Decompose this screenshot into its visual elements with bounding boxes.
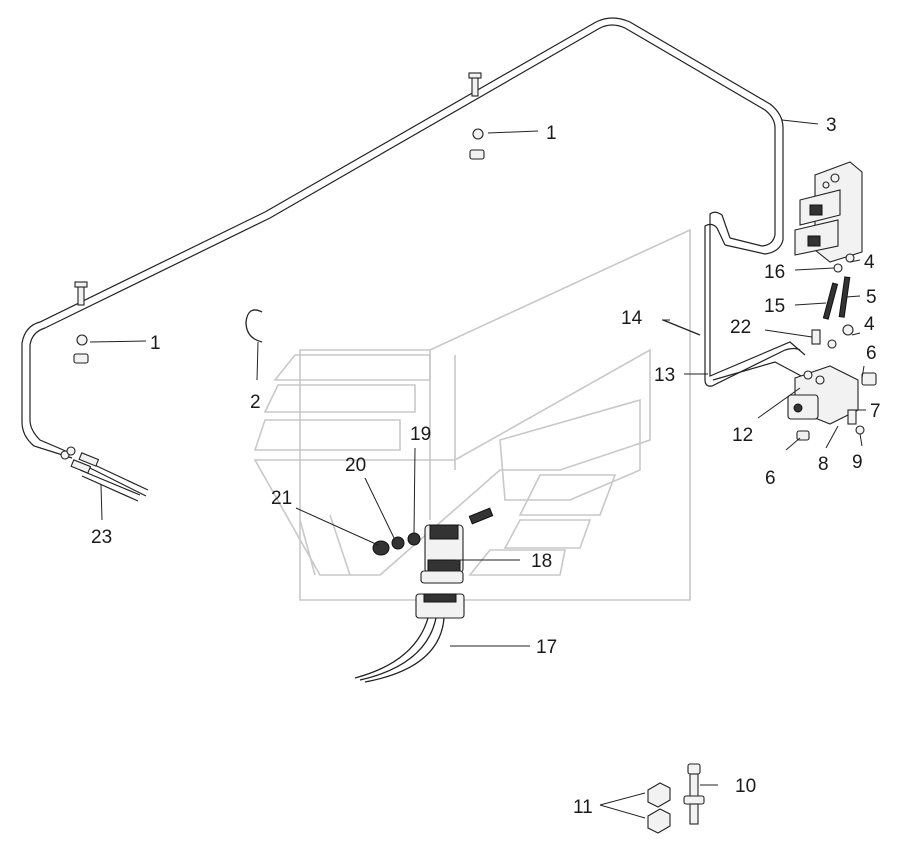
callout-1-upper: 1 [546, 123, 557, 144]
bolt-10 [683, 763, 705, 825]
callout-19: 19 [410, 424, 431, 445]
callout-8: 8 [818, 454, 829, 475]
callout-4-upper: 4 [864, 252, 875, 273]
cab-outline-ghost [253, 228, 691, 601]
switch-assembly [372, 507, 494, 584]
spring-clip [245, 309, 263, 343]
small-fittings [811, 253, 855, 349]
callout-6-right: 6 [866, 343, 877, 364]
callout-21: 21 [271, 488, 292, 509]
clip-blocks-11 [647, 782, 671, 834]
callout-4-lower: 4 [864, 314, 875, 335]
pin-rod [662, 319, 701, 336]
callout-10: 10 [735, 776, 756, 797]
valve-manifold [787, 365, 877, 441]
control-valve-block [794, 161, 863, 263]
callout-17: 17 [536, 637, 557, 658]
hydraulic-pipe-assembly [21, 17, 806, 460]
callout-16: 16 [764, 262, 785, 283]
callout-9: 9 [852, 452, 863, 473]
connector-harness [354, 593, 465, 683]
callout-labels: 1 1 2 3 4 4 5 6 6 7 8 9 10 11 12 13 14 1… [91, 115, 881, 818]
callout-14: 14 [621, 308, 643, 329]
callout-23: 23 [91, 527, 112, 548]
callout-5: 5 [866, 287, 877, 308]
callout-3: 3 [826, 115, 837, 136]
callout-11: 11 [573, 797, 593, 818]
callout-20: 20 [345, 455, 366, 476]
callout-18: 18 [531, 551, 552, 572]
callout-13: 13 [654, 365, 675, 386]
hose-ends [70, 452, 149, 502]
callout-7: 7 [870, 401, 881, 422]
callout-1-lower: 1 [150, 333, 161, 354]
bolt-nut-upper [468, 72, 485, 160]
callout-15: 15 [764, 296, 785, 317]
callout-6-lower: 6 [765, 468, 776, 489]
leader-lines [89, 119, 866, 819]
callout-12: 12 [732, 425, 753, 446]
bolt-nut-lower [73, 281, 89, 364]
callout-2: 2 [250, 392, 261, 413]
callout-22: 22 [730, 317, 751, 338]
